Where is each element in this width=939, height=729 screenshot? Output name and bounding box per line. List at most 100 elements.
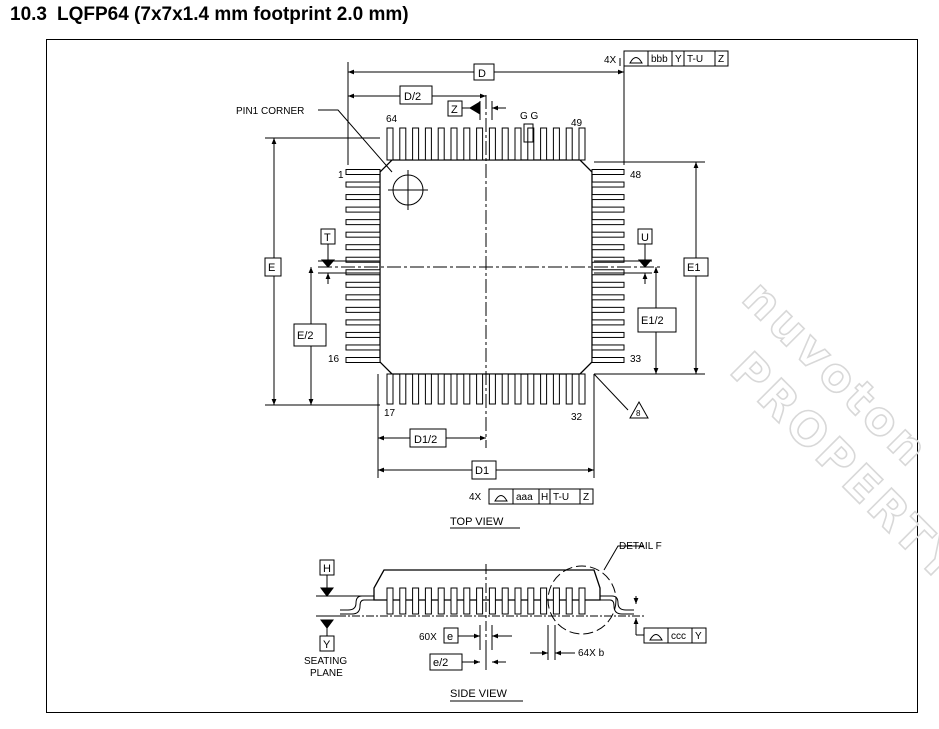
pin-lead <box>591 331 625 338</box>
pins-right <box>591 169 625 363</box>
pin-lead <box>591 194 625 201</box>
section-title: 10.3 LQFP64 (7x7x1.4 mm footprint 2.0 mm) <box>10 4 419 26</box>
pin-lead <box>527 127 535 161</box>
drawing-frame <box>46 39 918 713</box>
side-view-caption: SIDE VIEW <box>450 688 507 700</box>
pin-lead <box>399 127 407 161</box>
side-view <box>316 545 707 702</box>
dim-e-label: E <box>268 262 275 274</box>
dim-d1-label: D1 <box>475 465 489 477</box>
pitch-half-label: e/2 <box>433 657 448 669</box>
pin-lead <box>424 127 432 161</box>
pin-lead <box>552 127 560 161</box>
section-heading: LQFP64 (7x7x1.4 mm footprint 2.0 mm) <box>56 4 409 25</box>
side-lead <box>552 587 560 615</box>
seating-plane-line2: PLANE <box>310 668 343 679</box>
pin-lead <box>488 373 496 405</box>
pin-lead <box>345 194 381 201</box>
pin-lead <box>345 181 381 188</box>
tol-aaa-value: aaa <box>516 492 533 503</box>
pins-top <box>386 127 586 161</box>
pin-lead <box>565 127 573 161</box>
pin-lead <box>345 219 381 226</box>
side-lead <box>527 587 535 615</box>
side-lead <box>578 587 586 615</box>
pin-lead <box>345 331 381 338</box>
pin-lead <box>345 206 381 213</box>
side-lead <box>399 587 407 615</box>
pin-48-label: 48 <box>630 170 642 181</box>
side-view-labels: H Y SEATING PLANE DETAIL F 60X e e/2 64X… <box>304 541 702 700</box>
detail-f-label: DETAIL F <box>619 541 662 552</box>
pin1-corner-label: PIN1 CORNER <box>236 106 304 117</box>
side-lead <box>514 587 522 615</box>
datum-t-label: T <box>324 232 331 244</box>
gg-label: G G <box>520 111 539 122</box>
pin-lead <box>591 219 625 226</box>
pin-lead <box>540 373 548 405</box>
section-number: 10.3 <box>10 4 47 25</box>
pin-lead <box>345 169 381 175</box>
pins-bottom <box>386 373 586 405</box>
pin-lead <box>591 181 625 188</box>
pin-17-label: 17 <box>384 408 396 419</box>
pin-lead <box>565 373 573 405</box>
pin-16-label: 16 <box>328 354 340 365</box>
pin-lead <box>399 373 407 405</box>
coplanarity-value: ccc <box>671 631 686 642</box>
pin-lead <box>514 373 522 405</box>
pin-lead <box>345 357 381 363</box>
pin-lead <box>552 373 560 405</box>
datum-u-label: U <box>641 232 649 244</box>
pin-49-label: 49 <box>571 118 583 129</box>
note-8-mark: 8 <box>636 409 641 418</box>
pin-lead <box>488 127 496 161</box>
tol-bbb-ref1: Y <box>675 54 682 65</box>
pin-lead <box>437 373 445 405</box>
dim-e1-half-label: E1/2 <box>641 315 664 327</box>
pin-64-label: 64 <box>386 114 398 125</box>
tol-aaa-count: 4X <box>469 492 482 503</box>
pitch-count-label: 60X <box>419 632 437 643</box>
datum-y-label: Y <box>323 639 331 651</box>
pin-lead <box>437 127 445 161</box>
dim-d1-half-label: D1/2 <box>414 434 437 446</box>
datum-h-label: H <box>323 563 331 575</box>
dim-d-label: D <box>478 68 486 80</box>
pin-lead <box>591 231 625 238</box>
pin-lead <box>345 256 381 263</box>
pin-33-label: 33 <box>630 354 642 365</box>
pin-lead <box>345 269 381 276</box>
pin-lead <box>514 127 522 161</box>
side-leads <box>386 587 586 615</box>
pin-lead <box>345 306 381 313</box>
side-lead <box>540 587 548 615</box>
side-lead <box>412 587 420 615</box>
tol-aaa-ref3: Z <box>583 492 589 503</box>
pin-lead <box>591 169 625 175</box>
pin-lead <box>591 256 625 263</box>
pin-lead <box>591 244 625 251</box>
pin-lead <box>591 206 625 213</box>
dim-e-half-label: E/2 <box>297 330 314 342</box>
pin-lead <box>345 231 381 238</box>
seating-plane-line1: SEATING <box>304 656 347 667</box>
pin-lead <box>591 357 625 363</box>
side-lead <box>450 587 458 615</box>
watermark: nuvoton PROPERTY <box>719 269 939 595</box>
pin-lead <box>540 127 548 161</box>
pin-lead <box>450 373 458 405</box>
pin-lead <box>412 127 420 161</box>
datum-z-label: Z <box>451 104 458 116</box>
pin-lead <box>476 127 484 161</box>
tol-aaa-ref2: T-U <box>553 492 569 503</box>
pin-lead <box>591 319 625 326</box>
top-view <box>264 50 729 529</box>
pin-lead <box>591 269 625 276</box>
tol-bbb-count: 4X <box>604 55 617 66</box>
lead-width-label: 64X b <box>578 648 605 659</box>
pin-lead <box>578 373 586 405</box>
pin-lead <box>527 373 535 405</box>
pin-lead <box>345 294 381 301</box>
